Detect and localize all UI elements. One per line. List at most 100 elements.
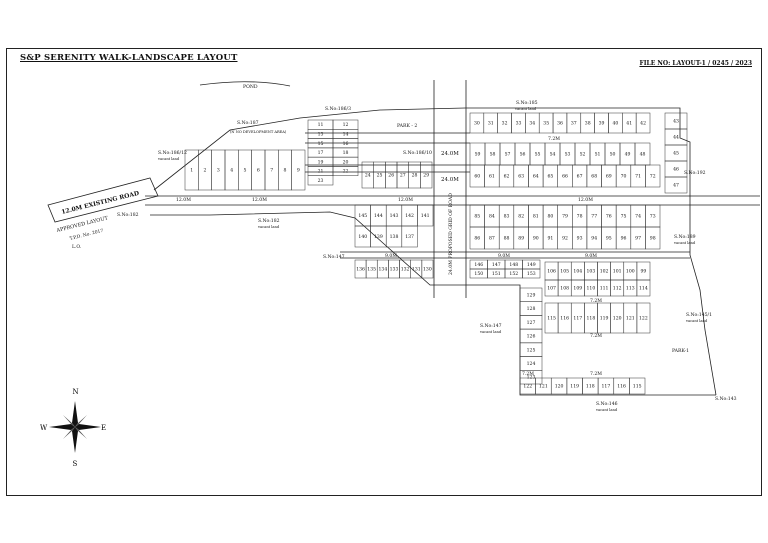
- plot-number: 143: [390, 213, 399, 219]
- site-boundary-east: [689, 172, 717, 396]
- pond-outline: [199, 81, 291, 87]
- plot-number: 140: [358, 234, 367, 240]
- survey-146: S.No:146: [596, 401, 618, 407]
- plot-number: 37: [571, 121, 577, 127]
- plot-cell: [307, 175, 334, 186]
- plot-number: 20: [343, 159, 349, 165]
- plot-number: 67: [577, 174, 583, 180]
- plot-number: 4: [230, 168, 233, 174]
- plot-number: 12: [343, 122, 349, 128]
- plot-number: 49: [625, 152, 631, 158]
- plot-number: 24: [365, 173, 371, 179]
- plot-number: 118: [587, 316, 596, 322]
- road-9m-label-b: 9.0M: [498, 253, 510, 259]
- plot-number: 137: [405, 234, 414, 240]
- park-1-label: PARK-1: [672, 348, 689, 354]
- drawing-title: S&P SERENITY WALK-LANDSCAPE LAYOUT: [20, 53, 238, 63]
- plot-cell: [635, 112, 651, 134]
- plot-number: 3: [217, 168, 220, 174]
- plot-number: 146: [474, 262, 483, 268]
- plot-number: 8: [284, 168, 287, 174]
- survey-185: S.No:185: [516, 100, 538, 106]
- plot-number: 35: [543, 121, 549, 127]
- plot-number: 117: [573, 316, 582, 322]
- plot-number: 126: [527, 334, 536, 340]
- survey-147-b: S.No:147: [480, 323, 502, 329]
- plot-number: 79: [562, 214, 568, 220]
- plot-number: 42: [640, 121, 646, 127]
- plot-number: 147: [492, 262, 501, 268]
- plot-number: 121: [539, 384, 548, 390]
- plot-number: 102: [600, 269, 609, 275]
- plot-number: 130: [423, 267, 432, 273]
- plot-number: 18: [343, 150, 349, 156]
- road-7m-label-b: 7.2M: [590, 298, 602, 304]
- plot-number: 95: [606, 236, 612, 242]
- plot-number: 40: [612, 121, 618, 127]
- plot-number: 104: [573, 269, 582, 275]
- plot-number: 58: [490, 152, 496, 158]
- plot-number: 129: [527, 293, 536, 299]
- plot-number: 34: [529, 121, 535, 127]
- plot-number: 128: [527, 306, 536, 312]
- plot-cell: [636, 279, 651, 297]
- plot-number: 91: [547, 236, 553, 242]
- plot-number: 110: [587, 286, 596, 292]
- plot-number: 5: [244, 168, 247, 174]
- road-7m-label-c: 7.2M: [590, 333, 602, 339]
- plot-number: 55: [535, 152, 541, 158]
- plot-cell: [421, 259, 434, 279]
- plot-number: 150: [474, 271, 483, 277]
- plot-number: 105: [560, 269, 569, 275]
- plot-number: 138: [390, 234, 399, 240]
- vacant-label-5: vacant land: [685, 319, 708, 323]
- plot-number: 78: [577, 214, 583, 220]
- plot-number: 30: [474, 121, 480, 127]
- plot-number: 61: [489, 174, 495, 180]
- plot-number: 36: [557, 121, 563, 127]
- plot-number: 112: [613, 286, 622, 292]
- survey-189: S.No:189: [674, 234, 696, 240]
- plot-number: 108: [560, 286, 569, 292]
- plot-number: 38: [585, 121, 591, 127]
- plot-number: 116: [560, 316, 569, 322]
- proposed-road-label: 24.0M PROPOSED GRID OF ROAD: [448, 193, 454, 275]
- plot-cell: [291, 149, 306, 191]
- survey-145-1: S.No:145/1: [686, 312, 712, 318]
- plot-number: 75: [621, 214, 627, 220]
- plot-number: 89: [518, 236, 524, 242]
- plot-number: 56: [520, 152, 526, 158]
- plot-number: 1: [190, 168, 193, 174]
- plot-number: 93: [577, 236, 583, 242]
- plot-number: 120: [555, 384, 564, 390]
- drawing-frame: [6, 48, 762, 496]
- site-boundary-north: [153, 107, 691, 191]
- compass-north: N: [73, 388, 79, 396]
- lo-label: L.O.: [72, 244, 82, 250]
- plot-number: 153: [527, 271, 536, 277]
- plot-cell: [645, 164, 661, 188]
- plot-cell: [420, 161, 433, 189]
- plot-number: 113: [626, 286, 635, 292]
- plot-number: 54: [550, 152, 556, 158]
- plot-cell: [645, 226, 661, 250]
- survey-186-12: S.No:186/12: [158, 150, 187, 156]
- plot-number: 127: [527, 320, 536, 326]
- plot-number: 121: [626, 316, 635, 322]
- no-development-label: (N NO DEVELOPMENT AREA): [230, 130, 287, 134]
- plot-cell: [401, 225, 418, 248]
- plot-number: 119: [570, 384, 579, 390]
- survey-192: S.No:192: [684, 170, 706, 176]
- plot-number: 115: [633, 384, 642, 390]
- road-9m-label-a: 9.0M: [385, 253, 397, 259]
- plot-number: 96: [621, 236, 627, 242]
- plot-number: 70: [621, 174, 627, 180]
- plot-number: 15: [318, 141, 324, 147]
- survey-182-a: S.No:182: [117, 212, 139, 218]
- plot-number: 80: [547, 214, 553, 220]
- plot-number: 123: [527, 375, 536, 381]
- road-12m-label-d: 12.0M: [578, 197, 593, 203]
- plot-number: 46: [673, 167, 679, 173]
- plot-number: 6: [257, 168, 260, 174]
- plot-number: 115: [547, 316, 556, 322]
